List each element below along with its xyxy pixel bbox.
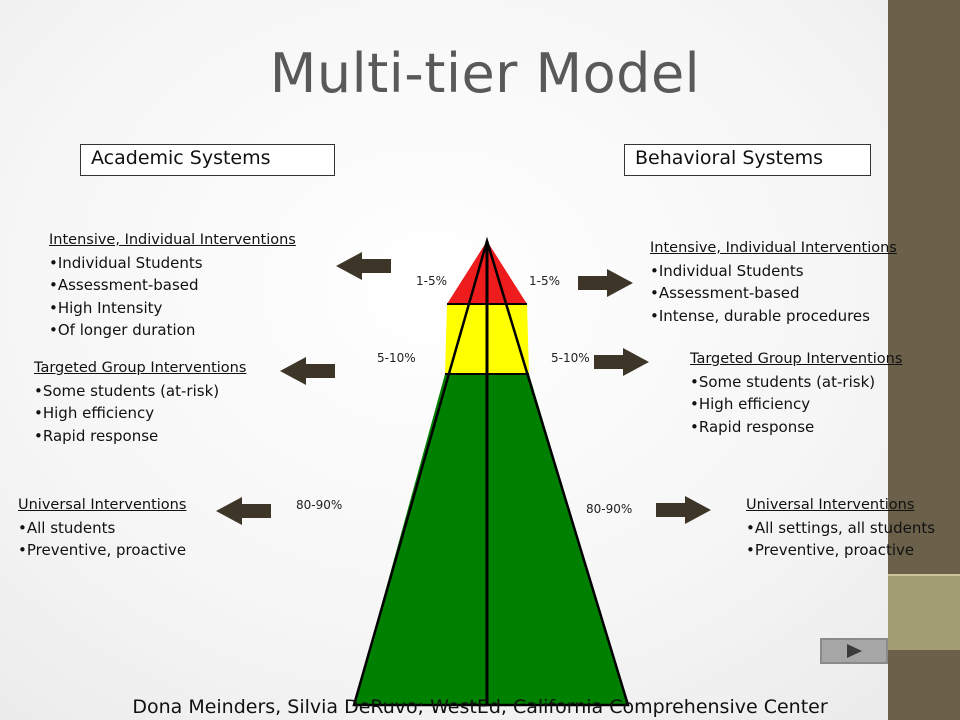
- behavioral-intensive-heading: Intensive, Individual Interventions: [650, 240, 897, 256]
- pct-right-mid: 5-10%: [551, 351, 590, 365]
- list-item: •Assessment-based: [650, 284, 800, 302]
- academic-targeted-heading: Targeted Group Interventions: [34, 360, 247, 376]
- left-arrow-bottom: [216, 497, 271, 525]
- list-item: •Rapid response: [34, 426, 159, 445]
- list-item: •Individual Students: [49, 253, 203, 272]
- right-arrow-top: [578, 269, 633, 297]
- side-decoration-panel: [888, 574, 960, 650]
- behavioral-universal-block: Universal Interventions •All settings, a…: [746, 494, 935, 562]
- list-item: •High efficiency: [34, 404, 155, 422]
- pyramid-outline: [352, 236, 630, 707]
- list-item: •Rapid response: [690, 417, 815, 436]
- list-item: •Intense, durable procedures: [650, 306, 870, 325]
- behavioral-universal-heading: Universal Interventions: [746, 497, 915, 513]
- academic-universal-heading: Universal Interventions: [18, 497, 187, 513]
- left-arrow-mid: [280, 357, 335, 385]
- behavioral-targeted-block: Targeted Group Interventions •Some stude…: [690, 348, 902, 438]
- pct-left-top: 1-5%: [416, 274, 448, 288]
- slide-title: Multi-tier Model: [269, 42, 701, 105]
- academic-systems-label: Academic Systems: [80, 144, 335, 176]
- list-item: •Some students (at-risk): [34, 381, 220, 400]
- side-decoration-line: [888, 574, 960, 576]
- academic-intensive-heading: Intensive, Individual Interventions: [49, 232, 296, 248]
- list-item: •Individual Students: [650, 261, 804, 280]
- list-item: •All settings, all students: [746, 518, 936, 537]
- right-arrow-mid: [594, 348, 649, 376]
- list-item: •Of longer duration: [49, 321, 196, 339]
- academic-targeted-block: Targeted Group Interventions •Some stude…: [34, 357, 246, 447]
- behavioral-intensive-block: Intensive, Individual Interventions •Ind…: [650, 237, 897, 327]
- list-item: •All students: [18, 518, 116, 537]
- arrows-left: [216, 252, 391, 525]
- left-arrow-top: [336, 252, 391, 280]
- academic-universal-block: Universal Interventions •All students •P…: [18, 494, 186, 562]
- next-slide-button[interactable]: [820, 638, 888, 664]
- pct-right-top: 1-5%: [529, 274, 561, 288]
- pyramid-tier-universal: [354, 374, 628, 705]
- list-item: •High Intensity: [49, 298, 163, 317]
- behavioral-systems-label: Behavioral Systems: [624, 144, 871, 176]
- list-item: •Preventive, proactive: [18, 541, 187, 559]
- list-item: •High efficiency: [690, 395, 811, 413]
- play-next-icon: [847, 644, 862, 658]
- behavioral-targeted-heading: Targeted Group Interventions: [690, 351, 903, 367]
- pct-left-bottom: 80-90%: [296, 498, 343, 512]
- arrows-right: [578, 269, 711, 524]
- list-item: •Preventive, proactive: [746, 541, 915, 559]
- list-item: •Assessment-based: [49, 276, 199, 294]
- academic-intensive-block: Intensive, Individual Interventions •Ind…: [49, 229, 296, 342]
- right-arrow-bottom: [656, 496, 711, 524]
- list-item: •Some students (at-risk): [690, 372, 876, 391]
- pct-right-bottom: 80-90%: [586, 502, 633, 516]
- slide-footer-credit: Dona Meinders, Silvia DeRuvo; WestEd, Ca…: [132, 696, 828, 718]
- pct-left-mid: 5-10%: [377, 351, 416, 365]
